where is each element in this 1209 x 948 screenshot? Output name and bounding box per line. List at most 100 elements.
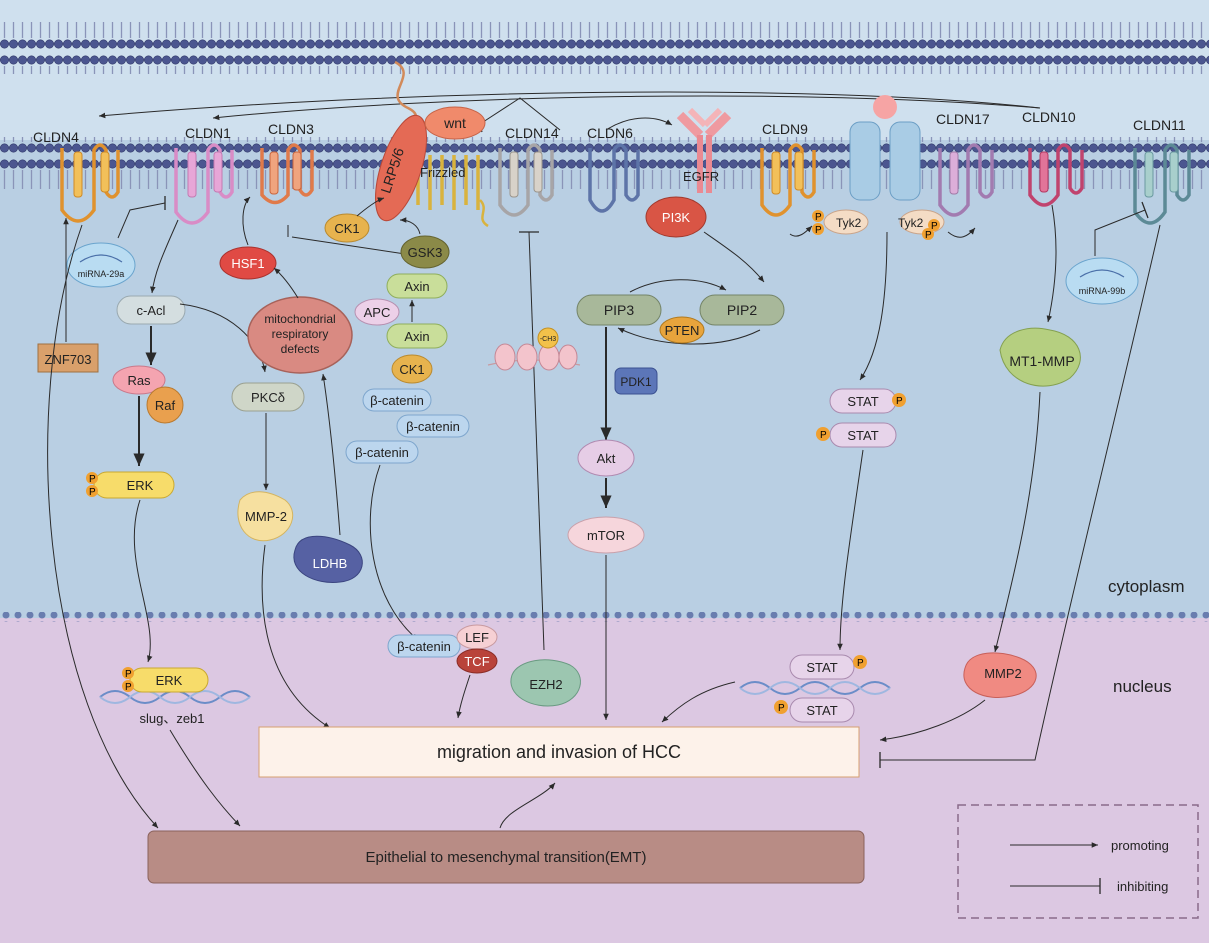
pdk1-label: PDK1 xyxy=(620,375,652,389)
egfr-receptor xyxy=(676,107,732,193)
svg-text:P: P xyxy=(815,225,822,236)
plasma-membrane xyxy=(0,137,1209,189)
mitochondria xyxy=(247,296,353,374)
stat-nucleus-1 xyxy=(789,654,855,680)
svg-text:P: P xyxy=(925,230,932,241)
cldn14-label: CLDN14 xyxy=(505,125,559,141)
cldn1-label: CLDN1 xyxy=(185,125,231,141)
svg-text:P: P xyxy=(857,658,864,669)
beta-catenin-nucleus-label: β-catenin xyxy=(397,639,451,654)
mirna-99b xyxy=(1065,257,1139,305)
pkcd xyxy=(231,382,305,412)
pten xyxy=(659,316,705,344)
znf703-label: ZNF703 xyxy=(45,352,92,367)
beta-catenin-1-label: β-catenin xyxy=(370,393,424,408)
pi3k-label: PI3K xyxy=(662,210,691,225)
cldn10-protein xyxy=(1028,143,1084,207)
ras xyxy=(112,365,166,395)
legend-box xyxy=(957,804,1199,919)
beta-catenin-1 xyxy=(362,388,432,412)
apc-label: APC xyxy=(364,305,391,320)
svg-text:P: P xyxy=(931,221,938,232)
erk-cyto xyxy=(93,471,175,499)
svg-text:P: P xyxy=(89,487,96,498)
mito-label-3: defects xyxy=(281,342,320,356)
nucleosomes xyxy=(487,327,581,371)
beta-catenin-3 xyxy=(345,440,419,464)
cldn3-protein xyxy=(260,143,314,205)
outer-membrane xyxy=(0,22,1209,74)
beta-catenin-2-label: β-catenin xyxy=(406,419,460,434)
axin-b-label: Axin xyxy=(404,329,429,344)
ck1-b xyxy=(391,354,433,384)
dna-stat xyxy=(739,681,891,695)
erk-cyto-label: ERK xyxy=(127,478,154,493)
cldn11-protein xyxy=(1133,143,1191,225)
stat-nucleus-1-label: STAT xyxy=(806,660,837,675)
mirna-29a xyxy=(66,242,136,288)
mtor xyxy=(567,516,645,554)
inhibit-cldn14-wnt xyxy=(479,97,561,131)
arrow-cldn6-egfr xyxy=(605,117,673,131)
svg-text:P: P xyxy=(896,396,903,407)
cldn10-label: CLDN10 xyxy=(1022,109,1076,125)
cldn9-protein xyxy=(760,143,816,217)
cldn11-label: CLDN11 xyxy=(1133,117,1186,133)
cytokine-receptor xyxy=(849,95,921,201)
pi3k xyxy=(645,196,707,238)
mmp-2-cyto xyxy=(237,491,294,542)
emt-label: Epithelial to mesenchymal transition(EMT… xyxy=(366,849,647,866)
erk-nucleus xyxy=(129,667,209,693)
cldn4-label: CLDN4 xyxy=(33,129,79,145)
nucleus-label: nucleus xyxy=(1113,677,1172,696)
raf xyxy=(146,386,184,424)
slug-zeb1-label: slug、zeb1 xyxy=(139,711,204,726)
svg-text:P: P xyxy=(778,703,785,714)
beta-catenin-3-label: β-catenin xyxy=(355,445,409,460)
svg-text:P: P xyxy=(89,474,96,485)
svg-text:P: P xyxy=(125,669,132,680)
pten-label: PTEN xyxy=(665,323,700,338)
stat-cyto-2-label: STAT xyxy=(847,428,878,443)
pip3-label: PIP3 xyxy=(604,302,635,318)
arrow-cldn10-to-cldn1 xyxy=(212,95,1041,121)
emt-box xyxy=(147,830,865,884)
akt-label: Akt xyxy=(597,451,616,466)
cldn3-label: CLDN3 xyxy=(268,121,314,137)
axin-a xyxy=(386,273,448,299)
ldhb xyxy=(293,535,363,583)
tcf xyxy=(456,648,498,674)
gsk3-label: GSK3 xyxy=(408,245,443,260)
svg-text:P: P xyxy=(815,212,822,223)
egfr-label: EGFR xyxy=(683,169,719,184)
cytoplasm-label: cytoplasm xyxy=(1108,577,1185,596)
migration-invasion-box xyxy=(258,726,860,778)
mirna-99b-label: miRNA-99b xyxy=(1079,286,1126,296)
akt xyxy=(577,439,635,477)
ck1-a xyxy=(324,213,370,243)
lrp5-6-receptor xyxy=(374,114,428,222)
erk-nucleus-label: ERK xyxy=(156,673,183,688)
mmp2-nucleus xyxy=(963,652,1037,698)
beta-catenin-2 xyxy=(396,414,470,438)
cldn6-protein xyxy=(588,143,640,213)
wnt-ligand xyxy=(424,106,486,140)
axin-a-label: Axin xyxy=(404,279,429,294)
cldn17-protein xyxy=(938,143,994,217)
mito-label-1: mitochondrial xyxy=(264,312,335,326)
frizzled-label: Frizzled xyxy=(420,165,466,180)
znf703 xyxy=(37,343,99,373)
mirna-29a-label: miRNA-29a xyxy=(78,269,125,279)
ezh2-label: EZH2 xyxy=(529,677,562,692)
apc xyxy=(354,298,400,326)
ldhb-label: LDHB xyxy=(313,556,348,571)
mmp-2-cyto-label: MMP-2 xyxy=(245,509,287,524)
migration-invasion-label: migration and invasion of HCC xyxy=(437,742,681,762)
stat-cyto-1-label: STAT xyxy=(847,394,878,409)
beta-catenin-nucleus xyxy=(387,634,461,658)
gsk3 xyxy=(400,235,450,269)
ck1-b-label: CK1 xyxy=(399,362,424,377)
legend-inhibiting-label: inhibiting xyxy=(1117,879,1168,894)
ch3-label: -CH3 xyxy=(540,336,556,343)
